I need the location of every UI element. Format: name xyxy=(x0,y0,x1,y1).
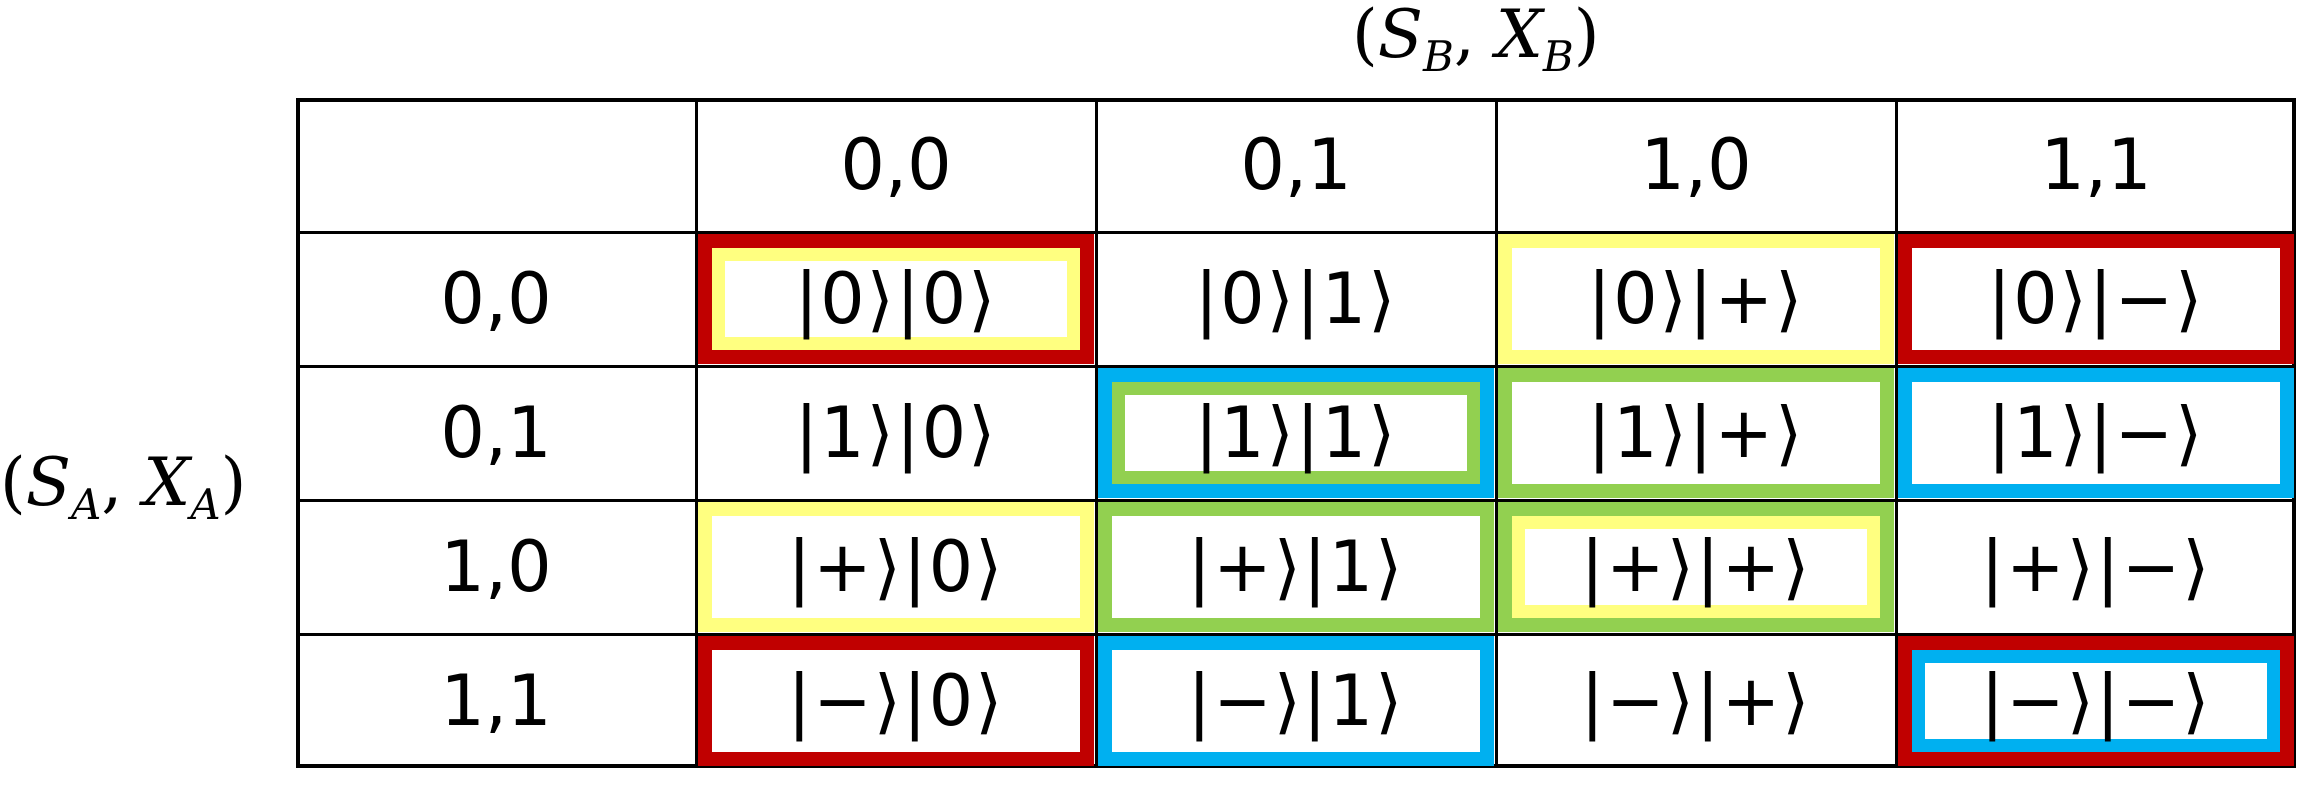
state-cell: |−⟩|−⟩ xyxy=(1980,660,2212,742)
table-column-divider xyxy=(695,102,698,764)
table-column-divider xyxy=(1495,102,1498,764)
state-cell: |−⟩|0⟩ xyxy=(787,660,1005,742)
state-cell: |0⟩|+⟩ xyxy=(1587,258,1805,340)
state-cell: |+⟩|+⟩ xyxy=(1580,526,1812,608)
row-axis-label: (SA, XA) xyxy=(0,444,247,529)
table-row-divider xyxy=(300,499,2292,502)
state-cell: |+⟩|0⟩ xyxy=(787,526,1005,608)
state-cell: |−⟩|1⟩ xyxy=(1187,660,1405,742)
table-column-divider xyxy=(1095,102,1098,764)
row-header: 0,0 xyxy=(440,258,552,340)
state-cell: |1⟩|0⟩ xyxy=(794,392,998,474)
state-cell: |0⟩|0⟩ xyxy=(794,258,998,340)
column-header: 1,0 xyxy=(1640,124,1752,206)
column-header: 0,0 xyxy=(840,124,952,206)
state-cell: |+⟩|−⟩ xyxy=(1980,526,2212,608)
column-header: 1,1 xyxy=(2040,124,2152,206)
table-row-divider xyxy=(300,231,2292,234)
column-axis-label: (SB, XB) xyxy=(1352,0,1600,81)
state-cell: |−⟩|+⟩ xyxy=(1580,660,1812,742)
state-table: 0,0 0,1 1,0 1,1 0,0 0,1 1,0 1,1 |0⟩|0⟩ |0⟩|1⟩ |0⟩|… xyxy=(296,98,2296,768)
column-header: 0,1 xyxy=(1240,124,1352,206)
state-cell: |0⟩|−⟩ xyxy=(1987,258,2205,340)
state-cell: |1⟩|1⟩ xyxy=(1194,392,1398,474)
table-column-divider xyxy=(1895,102,1898,764)
state-cell: |+⟩|1⟩ xyxy=(1187,526,1405,608)
table-row-divider xyxy=(300,633,2292,636)
state-cell: |0⟩|1⟩ xyxy=(1194,258,1398,340)
state-cell: |1⟩|+⟩ xyxy=(1587,392,1805,474)
row-header: 0,1 xyxy=(440,392,552,474)
row-header: 1,0 xyxy=(440,526,552,608)
table-row-divider xyxy=(300,365,2292,368)
row-header: 1,1 xyxy=(440,660,552,742)
state-cell: |1⟩|−⟩ xyxy=(1987,392,2205,474)
